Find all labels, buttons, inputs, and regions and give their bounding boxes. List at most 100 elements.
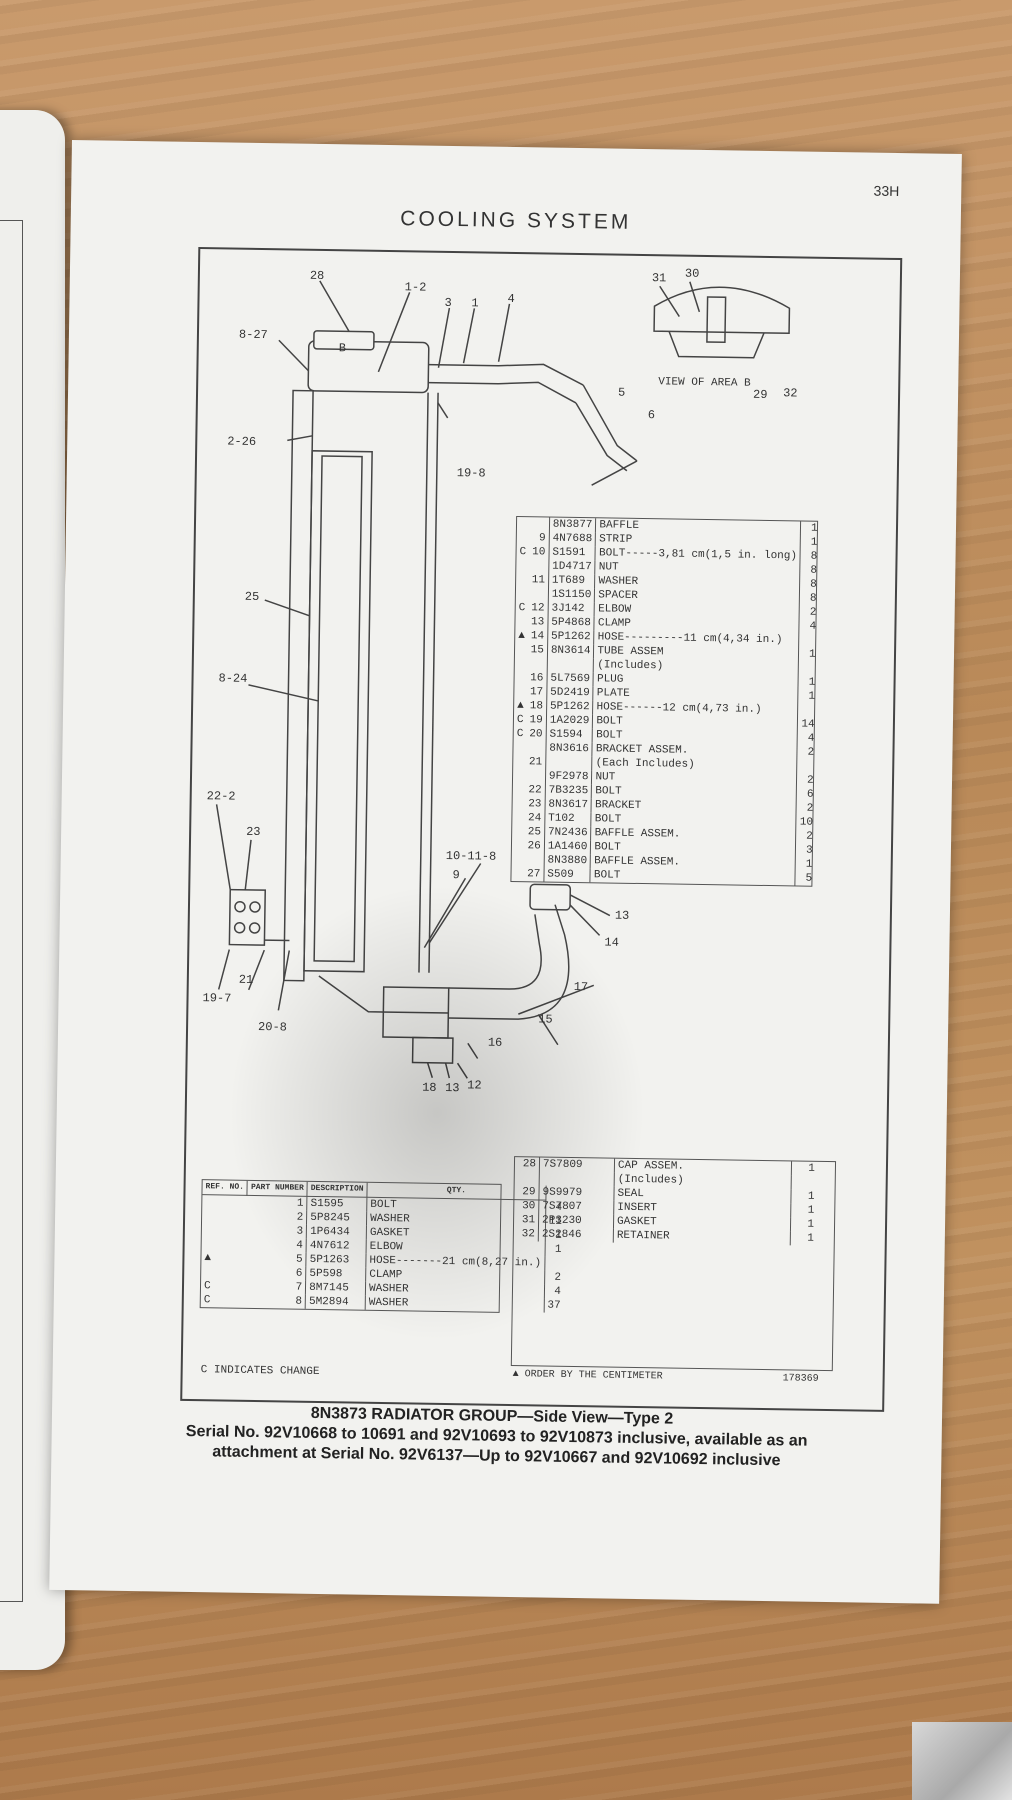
- cell-ref: 24: [524, 811, 545, 826]
- cell-ref: 6: [246, 1265, 307, 1281]
- cell-ref: 15: [527, 643, 548, 658]
- callout-4: 4: [507, 292, 514, 306]
- cell-mark: [515, 657, 528, 671]
- page-title: COOLING SYSTEM: [400, 207, 632, 234]
- callout-22-2: 22-2: [207, 789, 236, 803]
- cell-part: 2S2846: [538, 1227, 614, 1243]
- cell-mark: [513, 769, 526, 783]
- cell-qty: 1: [807, 1232, 814, 1245]
- callout-29: 29: [753, 388, 768, 402]
- cell-mark: [512, 839, 525, 853]
- cell-mark: C: [203, 1280, 211, 1293]
- cell-part: 8N3614: [547, 643, 595, 659]
- callout-B: B: [339, 341, 346, 355]
- cell-mark: [514, 671, 527, 685]
- cell-mark: [515, 643, 528, 657]
- cell-ref: 14: [527, 629, 548, 644]
- cell-ref: 10: [529, 545, 550, 560]
- callout-8-27: 8-27: [239, 328, 268, 342]
- cell-mark: [202, 1209, 247, 1224]
- cell-part: 8N3880: [543, 853, 591, 869]
- cell-mark: [511, 867, 524, 881]
- cell-ref: [525, 769, 546, 784]
- cell-ref: 21: [525, 755, 546, 770]
- cell-mark: C: [516, 714, 524, 727]
- callout-15: 15: [538, 1012, 553, 1026]
- cell-ref: [514, 1171, 540, 1186]
- cell-qty: 2: [807, 746, 815, 759]
- cell-part: 5P4868: [547, 615, 595, 631]
- cell-qty: 2: [806, 830, 813, 843]
- cell-ref: 9: [529, 531, 550, 546]
- cell-ref: 12: [528, 601, 549, 616]
- cell-part: 4N7688: [549, 531, 596, 547]
- cell-qty: 3: [805, 844, 813, 857]
- cell-ref: 7: [245, 1279, 306, 1295]
- cell-mark: C: [203, 1294, 211, 1307]
- cell-part: 5P1262: [546, 699, 594, 715]
- callout-5: 5: [618, 386, 625, 400]
- cell-ref: 11: [528, 573, 549, 588]
- cell-mark: [517, 517, 530, 531]
- cell-part: 1S1150: [548, 587, 595, 603]
- callout-9: 9: [452, 868, 459, 882]
- cell-ref: 28: [514, 1157, 540, 1172]
- cell-qty: 8: [810, 550, 818, 563]
- cell-part: S509: [543, 867, 591, 883]
- cell-mark: [201, 1265, 246, 1280]
- callout-19-8: 19-8: [457, 466, 486, 480]
- cell-ref: 16: [527, 671, 548, 686]
- cell-qty: 5: [805, 872, 813, 885]
- callout-2-26: 2-26: [227, 434, 256, 448]
- cell-mark: [202, 1237, 247, 1252]
- cell-qty: 8: [810, 564, 818, 577]
- cell-ref: 26: [524, 839, 545, 854]
- cell-ref: 27: [524, 867, 544, 882]
- cell-qty: 1: [807, 1190, 815, 1203]
- cell-part: 7S7807: [538, 1199, 614, 1215]
- callout-20-8: 20-8: [258, 1020, 287, 1034]
- cell-ref: 3: [246, 1223, 307, 1239]
- cell-ref: 23: [525, 797, 546, 812]
- cell-ref: 5: [246, 1251, 307, 1267]
- cell-mark: C: [516, 728, 524, 741]
- cell-qty: 2: [806, 774, 814, 787]
- cell-part: 5D2419: [546, 685, 594, 701]
- cell-part: S1594: [545, 727, 593, 743]
- cell-part: S1591: [548, 545, 596, 561]
- callout-3: 3: [444, 296, 451, 310]
- cell-mark: C: [518, 602, 526, 615]
- cell-part: 1D4717: [548, 559, 596, 575]
- cell-ref: 17: [526, 685, 547, 700]
- cell-ref: [527, 657, 548, 672]
- callout-8-24: 8-24: [218, 671, 247, 685]
- area-view-label: VIEW OF AREA B: [658, 376, 751, 389]
- cell-part: 1A2029: [546, 713, 593, 729]
- cell-mark: [512, 811, 525, 825]
- cell-mark: [514, 685, 527, 699]
- cell-qty: 4: [809, 620, 817, 633]
- cell-qty: 4: [807, 732, 815, 745]
- cell-part: 7N2436: [544, 825, 592, 841]
- cell-qty: [799, 633, 819, 647]
- cell-ref: 20: [526, 727, 547, 742]
- callout-32: 32: [783, 386, 798, 400]
- callout-13b: 13: [445, 1081, 460, 1095]
- cell-mark: [513, 797, 526, 811]
- cell-ref: 4: [246, 1237, 307, 1253]
- cell-mark: [513, 741, 526, 755]
- cell-qty: 1: [807, 1218, 815, 1231]
- cell-part: 1P6434: [306, 1224, 367, 1240]
- cell-qty: 8: [810, 578, 817, 591]
- callout-28: 28: [310, 269, 325, 283]
- callout-6: 6: [648, 408, 655, 422]
- cell-qty: 1: [808, 676, 816, 689]
- cell-ref: 31: [513, 1213, 539, 1228]
- manual-page: 33H COOLING SYSTEM: [49, 140, 962, 1604]
- cell-part: S1595: [306, 1196, 367, 1212]
- cell-part: 5P598: [305, 1266, 366, 1282]
- cell-part: 4N7612: [306, 1238, 367, 1254]
- callout-14: 14: [604, 935, 619, 949]
